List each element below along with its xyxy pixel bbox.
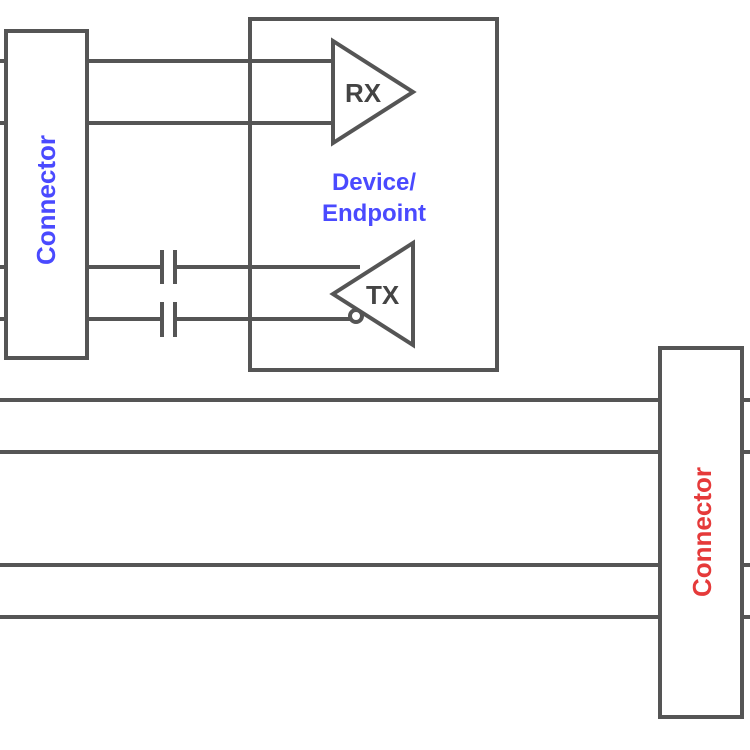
left-connector-box (4, 29, 89, 360)
tx-buffer-triangle (329, 239, 415, 349)
rx-label: RX (345, 78, 382, 108)
left-connector-label: Connector (31, 135, 61, 265)
device-label-line1: Device/ (332, 169, 416, 196)
right-connector-box (658, 346, 744, 719)
tx-positive-capacitor (160, 250, 177, 284)
device-endpoint-box (248, 17, 499, 372)
right-connector-label: Connector (687, 467, 717, 597)
tx-negative-capacitor (160, 302, 177, 337)
device-label-line2: Endpoint (322, 200, 426, 227)
tx-inverting-bubble (348, 308, 364, 324)
rx-buffer-triangle (331, 37, 417, 147)
tx-label: TX (366, 280, 400, 310)
